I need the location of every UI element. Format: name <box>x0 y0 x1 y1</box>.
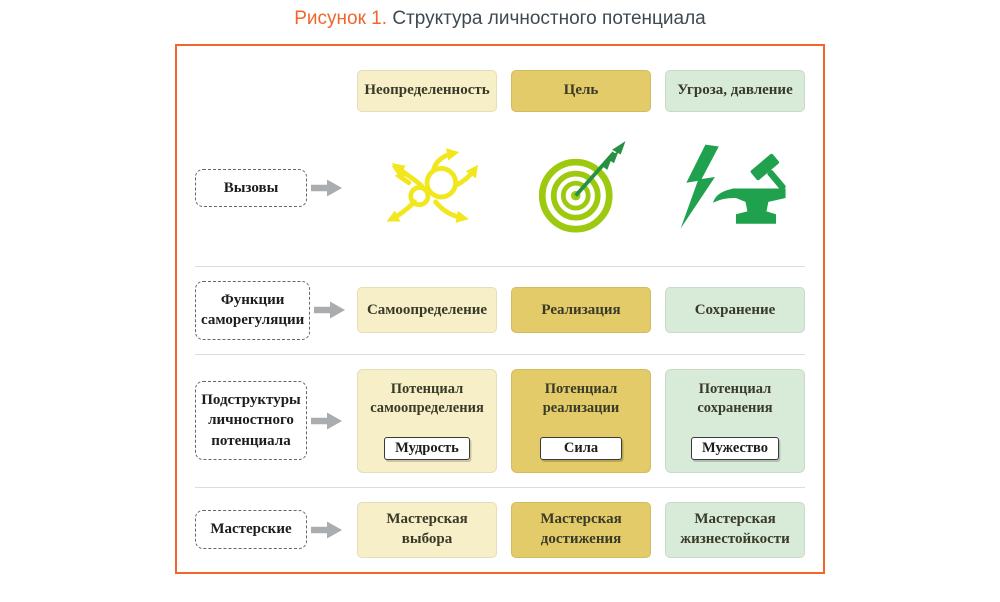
figure-caption: Структура личностного потенциала <box>392 8 706 29</box>
workshops-row: Мастерские Мастерская выбора Мастерская … <box>195 501 805 558</box>
achievement-workshop-chip: Мастерская достижения <box>511 501 651 558</box>
workshops-label: Мастерские <box>195 510 307 549</box>
self-determination-potential-box: Потенциал самоопределения Мудрость <box>357 368 497 473</box>
challenges-label-cell: Вызовы <box>195 168 343 208</box>
realization-chip: Реализация <box>511 287 651 334</box>
right-arrow-icon <box>311 521 343 538</box>
challenges-label: Вызовы <box>195 168 307 208</box>
functions-label: Функции саморегуляции <box>195 281 311 340</box>
functions-row: Функции саморегуляции Самоопределение Ре… <box>195 281 805 340</box>
substructures-label-cell: Подструктуры личностного потенциала <box>195 381 343 460</box>
substructures-label: Подструктуры личностного потенциала <box>195 381 307 460</box>
functions-label-cell: Функции саморегуляции <box>195 281 346 340</box>
courage-badge: Мужество <box>690 436 780 460</box>
self-determination-chip: Самоопределение <box>357 287 497 334</box>
row-separator <box>195 486 805 488</box>
header-threat-pressure-chip: Угроза, давление <box>665 70 805 112</box>
row-separator <box>195 353 805 355</box>
target-with-arrow-icon <box>511 124 651 252</box>
diagram-frame: Неопределенность Цель Угроза, давление В… <box>175 44 825 574</box>
challenges-row: Вызовы <box>195 124 805 252</box>
preservation-chip: Сохранение <box>665 287 805 334</box>
right-arrow-icon <box>314 301 346 319</box>
substructures-row: Подструктуры личностного потенциала Поте… <box>195 368 805 473</box>
potential-title: Потенциал реализации <box>542 380 620 417</box>
wisdom-badge: Мудрость <box>384 436 470 460</box>
strength-badge: Сила <box>539 436 623 460</box>
potential-title: Потенциал самоопределения <box>370 380 484 417</box>
figure-number: Рисунок 1. <box>294 8 388 29</box>
choice-workshop-chip: Мастерская выбора <box>357 501 497 558</box>
resilience-workshop-chip: Мастерская жизнестойкости <box>665 501 805 558</box>
potential-title: Потенциал сохранения <box>697 380 773 417</box>
preservation-potential-box: Потенциал сохранения Мужество <box>665 368 805 473</box>
workshops-label-cell: Мастерские <box>195 510 343 549</box>
right-arrow-icon <box>311 179 343 197</box>
lightning-and-anvil-icon <box>665 124 805 252</box>
header-goal-chip: Цель <box>511 70 651 112</box>
column-headers-row: Неопределенность Цель Угроза, давление <box>195 70 805 112</box>
realization-potential-box: Потенциал реализации Сила <box>511 368 651 473</box>
right-arrow-icon <box>311 412 343 429</box>
chaos-arrows-icon <box>357 124 497 252</box>
figure-title: Рисунок 1. Структура личностного потенци… <box>0 0 1000 30</box>
row-separator <box>195 266 805 267</box>
header-uncertainty-chip: Неопределенность <box>357 70 497 112</box>
